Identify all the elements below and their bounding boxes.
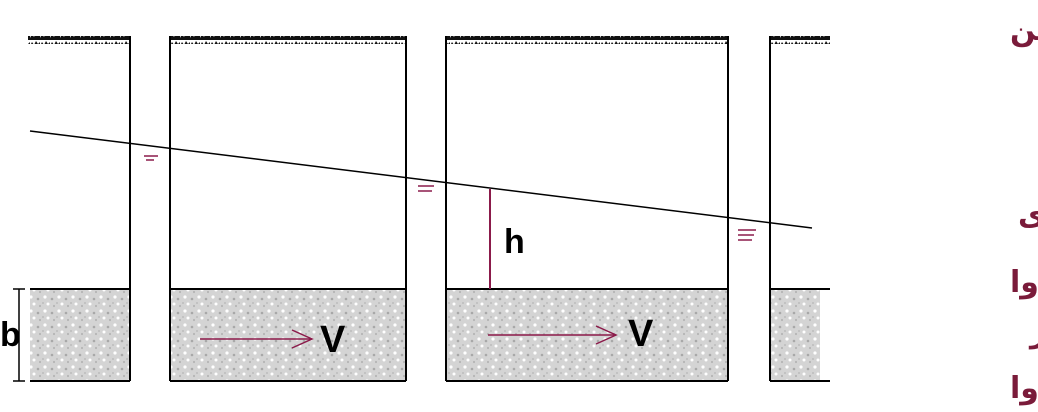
ground-surface — [770, 36, 830, 44]
impermeable-layer-bottom-label: لایه ناتراوا — [1010, 371, 1038, 406]
piezometric-line — [30, 131, 812, 228]
confined-layer-label: لایه تحت فشار — [1028, 315, 1038, 350]
well-1 — [130, 36, 170, 381]
aquifer-segment-2 — [170, 289, 406, 381]
ground-surface — [170, 36, 406, 44]
ground-surface — [446, 36, 728, 44]
well-2 — [406, 36, 446, 381]
piezometric-line-label: خط پیزومتری — [1018, 198, 1038, 233]
ground-surface-label: سطح زمین — [1010, 13, 1038, 48]
aquifer-segment-1 — [30, 289, 130, 381]
water-level-marker-3 — [738, 230, 756, 240]
thickness-label: b — [0, 316, 21, 354]
impermeable-layer-top-label: لایه ناتراوا — [1010, 265, 1038, 300]
velocity-label-1: V — [320, 319, 346, 361]
head-label: h — [504, 223, 525, 261]
aquifer-segment-4 — [770, 289, 820, 381]
ground-surface — [28, 36, 130, 44]
velocity-label-2: V — [628, 313, 654, 355]
well-3 — [728, 36, 770, 381]
water-level-marker-1 — [144, 156, 158, 160]
water-level-marker-2 — [418, 186, 434, 191]
